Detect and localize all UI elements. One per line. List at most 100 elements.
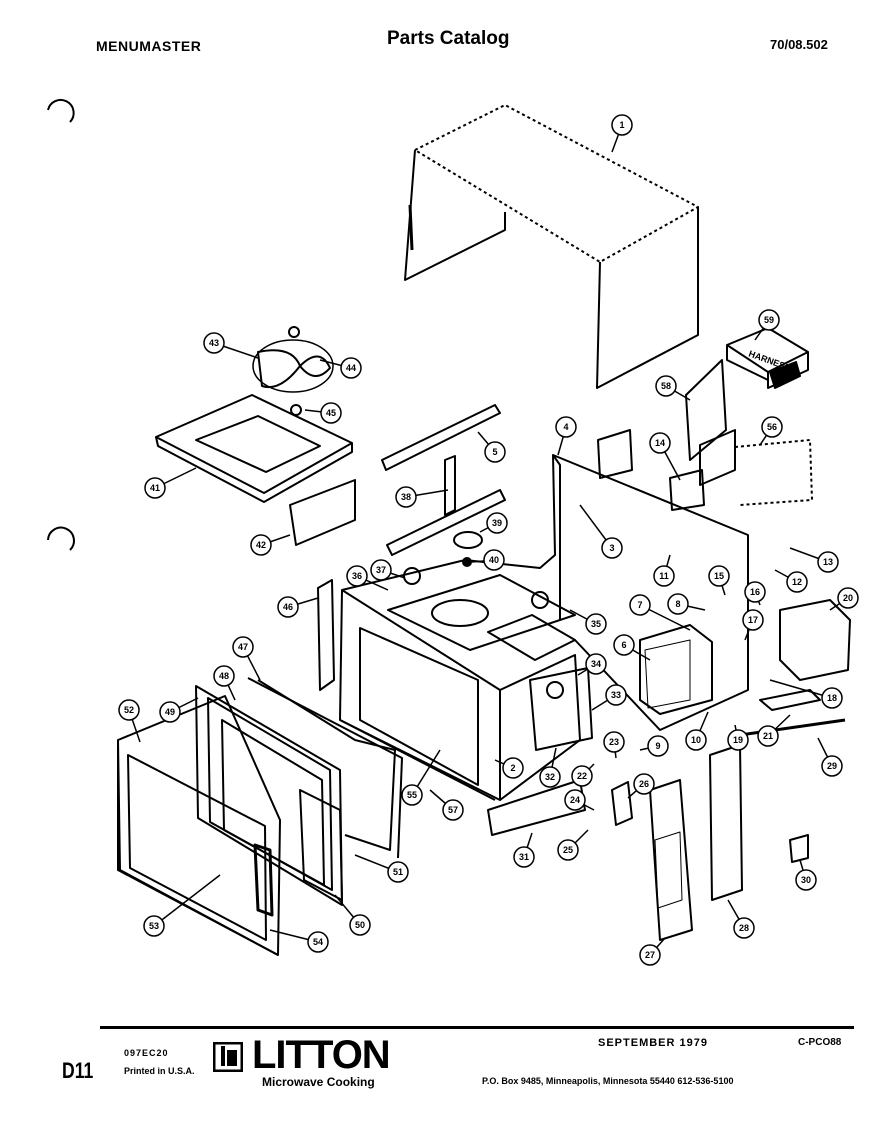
interlock-bar (317, 579, 335, 691)
relay-plate-a (597, 429, 633, 479)
callout-circle-36 (346, 565, 368, 587)
binder-hole-top (47, 98, 75, 123)
callout-27: 27 (639, 937, 666, 966)
callout-circle-25 (557, 839, 579, 861)
small-bracket (289, 479, 356, 546)
callout-29: 29 (817, 737, 843, 777)
callout-16: 16 (744, 581, 766, 606)
callout-leader-18 (769, 679, 833, 699)
callout-circle-32 (539, 766, 561, 788)
callout-circle-56 (761, 416, 783, 438)
callout-13: 13 (789, 547, 839, 573)
callout-4: 4 (555, 416, 577, 456)
callout-number-5: 5 (492, 447, 497, 457)
callout-circle-41 (144, 477, 166, 499)
callout-number-44: 44 (346, 363, 356, 373)
callout-number-12: 12 (792, 577, 802, 587)
fan-assembly (252, 326, 334, 416)
callout-circle-18 (821, 687, 843, 709)
callout-number-46: 46 (283, 602, 293, 612)
callout-number-50: 50 (355, 920, 365, 930)
callout-circle-2 (502, 757, 524, 779)
callout-19: 19 (727, 724, 749, 751)
callout-circle-27 (639, 944, 661, 966)
callout-circle-13 (817, 551, 839, 573)
callout-circle-5 (484, 441, 506, 463)
callout-52: 52 (118, 699, 141, 743)
callout-circle-45 (320, 402, 342, 424)
callout-17: 17 (742, 609, 764, 641)
callout-number-6: 6 (621, 640, 626, 650)
callout-18: 18 (769, 679, 843, 709)
callout-57: 57 (429, 789, 464, 821)
callout-circle-1 (611, 114, 633, 136)
callout-circle-23 (603, 731, 625, 753)
harness-assembly (685, 327, 813, 506)
callout-circle-42 (250, 534, 272, 556)
callout-number-23: 23 (609, 737, 619, 747)
callout-number-58: 58 (661, 381, 671, 391)
callout-11: 11 (653, 554, 675, 587)
reference-code: 097EC20 (124, 1048, 169, 1058)
callout-number-30: 30 (801, 875, 811, 885)
callout-circle-10 (685, 729, 707, 751)
callout-number-34: 34 (591, 659, 601, 669)
callout-number-18: 18 (827, 693, 837, 703)
callout-circle-47 (232, 636, 254, 658)
callout-58: 58 (655, 375, 691, 401)
callout-22: 22 (571, 763, 595, 787)
callout-2: 2 (494, 757, 524, 779)
outer-cabinet-wrapper (404, 104, 699, 389)
top-plate (155, 394, 353, 503)
callout-number-32: 32 (545, 772, 555, 782)
callout-circle-51 (387, 861, 409, 883)
callout-circle-58 (655, 375, 677, 397)
callout-number-3: 3 (609, 543, 614, 553)
callout-number-25: 25 (563, 845, 573, 855)
callout-number-55: 55 (407, 790, 417, 800)
callout-circle-20 (837, 587, 859, 609)
callout-circle-28 (733, 917, 755, 939)
callout-number-1: 1 (619, 120, 624, 130)
callout-number-8: 8 (675, 599, 680, 609)
callout-number-13: 13 (823, 557, 833, 567)
callout-9: 9 (639, 735, 669, 757)
callout-circle-48 (213, 665, 235, 687)
printed-in-label: Printed in U.S.A. (124, 1066, 195, 1076)
harness-label: HARNESS (747, 348, 792, 372)
binder-hole-middle (47, 526, 75, 551)
callout-32: 32 (539, 747, 561, 788)
callout-circle-8 (667, 593, 689, 615)
callout-circle-14 (649, 432, 671, 454)
callout-circle-16 (744, 581, 766, 603)
callout-circle-22 (571, 765, 593, 787)
callout-circle-50 (349, 914, 371, 936)
callout-number-53: 53 (149, 921, 159, 931)
callout-number-48: 48 (219, 671, 229, 681)
callout-45: 45 (304, 402, 342, 424)
callout-number-24: 24 (570, 795, 580, 805)
callout-number-17: 17 (748, 615, 758, 625)
callout-circle-12 (786, 571, 808, 593)
footer-rule (100, 1026, 854, 1029)
callout-26: 26 (627, 773, 655, 799)
callout-number-59: 59 (764, 315, 774, 325)
callout-number-33: 33 (611, 690, 621, 700)
callout-50: 50 (334, 894, 371, 936)
callout-circle-31 (513, 846, 535, 868)
callout-number-39: 39 (492, 518, 502, 528)
callout-53: 53 (143, 874, 221, 937)
document-number: 70/08.502 (770, 37, 828, 52)
callout-51: 51 (354, 854, 409, 883)
chassis-components (403, 567, 851, 941)
callout-circle-34 (585, 653, 607, 675)
callout-circle-37 (370, 559, 392, 581)
callout-number-28: 28 (739, 923, 749, 933)
callout-number-41: 41 (150, 483, 160, 493)
callout-number-19: 19 (733, 735, 743, 745)
callout-number-37: 37 (376, 565, 386, 575)
callout-number-10: 10 (691, 735, 701, 745)
callout-number-40: 40 (489, 555, 499, 565)
callout-35: 35 (569, 609, 607, 635)
